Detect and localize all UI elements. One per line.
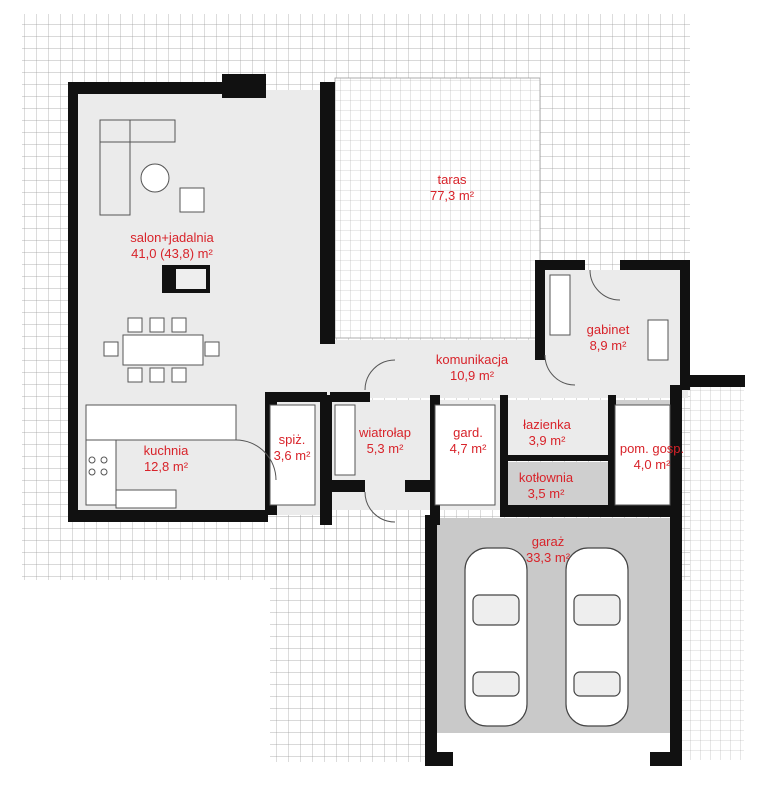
- furniture: [85, 119, 671, 523]
- walls: [68, 74, 745, 766]
- room-label-spiz: spiż.3,6 m²: [273, 432, 311, 463]
- cooktop: [162, 265, 210, 293]
- terrace-area: [334, 77, 541, 339]
- room-label-gard: gard.4,7 m²: [449, 425, 487, 456]
- room-label-pom-gosp: pom. gosp.4,0 m²: [619, 441, 685, 472]
- car-left: [464, 547, 528, 727]
- car-right: [565, 547, 629, 727]
